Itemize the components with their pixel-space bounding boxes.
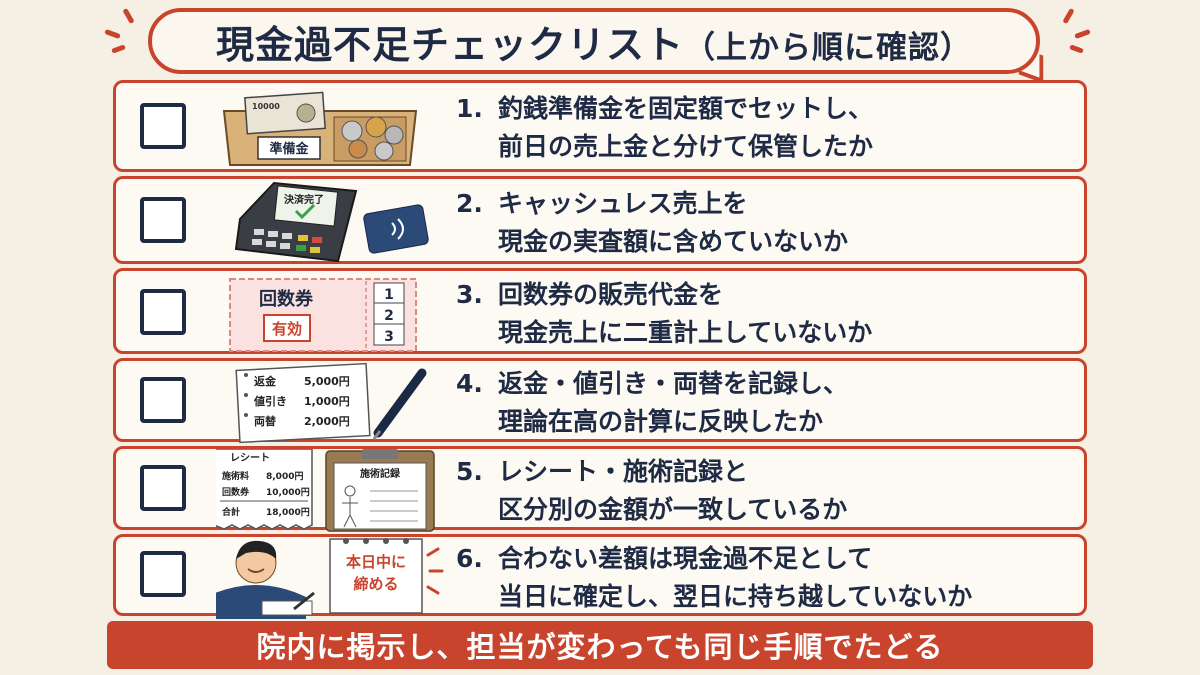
left-burst-icon [104, 7, 148, 58]
svg-text:両替: 両替 [254, 414, 277, 428]
checklist-row-3: 回数券 有効 1 2 3 3.回数券の販売代金を 現金売上に二重計上していないか [113, 268, 1087, 354]
svg-text:1: 1 [384, 287, 394, 303]
svg-text:回数券: 回数券 [222, 486, 250, 498]
checkbox-1[interactable] [140, 103, 186, 149]
clipboard-title: 施術記録 [360, 467, 401, 480]
receipt-title: レシート [230, 452, 270, 464]
svg-text:値引き: 値引き [253, 394, 287, 408]
footer-banner: 院内に掲示し、担当が変わっても同じ手順でたどる [107, 621, 1093, 669]
payment-terminal-illustration: 決済完了 [234, 181, 429, 263]
svg-text:18,000円: 18,000円 [266, 507, 310, 518]
svg-text:5,000円: 5,000円 [304, 375, 350, 388]
svg-text:返金: 返金 [254, 374, 277, 388]
svg-text:1,000円: 1,000円 [304, 395, 350, 408]
checklist-row-2: 決済完了 2.キャッシュレス売上を 現金の実査額に含めていないか [113, 176, 1087, 264]
checklist-row-4: 返金 5,000円 値引き 1,000円 両替 2,000円 4.返金・値引き・… [113, 358, 1087, 444]
page-title: 現金過不足チェックリスト（上から順に確認） [215, 22, 972, 67]
notepad-pen-illustration: 返金 5,000円 値引き 1,000円 両替 2,000円 [235, 362, 427, 444]
svg-text:2: 2 [384, 308, 394, 324]
item-text-6: 6.合わない差額は現金過不足として 当日に確定し、翌日に持ち越していないか [456, 544, 973, 611]
calendar-line1: 本日中に [346, 553, 406, 571]
tray-label: 準備金 [269, 141, 309, 157]
item-text-4: 4.返金・値引き・両替を記録し、 理論在高の計算に反映したか [456, 369, 849, 436]
coupon-ticket-illustration: 回数券 有効 1 2 3 [229, 278, 417, 352]
terminal-screen-text: 決済完了 [284, 193, 324, 206]
checklist-row-6: 本日中に 締める 6.合わない差額は現金過不足として 当日に確定し、翌日に持ち越… [113, 534, 1087, 619]
right-burst-icon [1050, 7, 1091, 58]
checklist-row-1: 10000 準備金 1.釣銭準備金を固定額でセットし、 前日の売上金と分けて保管… [113, 80, 1087, 172]
footer-text: 院内に掲示し、担当が変わっても同じ手順でたどる [256, 630, 944, 664]
svg-text:8,000円: 8,000円 [266, 471, 303, 482]
item-text-5: 5.レシート・施術記録と 区分別の金額が一致しているか [456, 457, 848, 524]
svg-text:10000: 10000 [252, 102, 280, 111]
item-text-2: 2.キャッシュレス売上を 現金の実査額に含めていないか [456, 189, 849, 256]
coupon-title: 回数券 [259, 288, 314, 310]
item-text-3: 3.回数券の販売代金を 現金売上に二重計上していないか [456, 280, 873, 347]
calendar-line2: 締める [353, 575, 398, 593]
svg-text:3: 3 [384, 329, 394, 345]
item-text-1: 1.釣銭準備金を固定額でセットし、 前日の売上金と分けて保管したか [456, 94, 874, 161]
receipt-record-illustration: レシート 施術料 8,000円 回数券 10,000円 合計 18,000円 施… [216, 449, 435, 532]
checkbox-6[interactable] [140, 551, 186, 597]
title-banner: 現金過不足チェックリスト（上から順に確認） [148, 8, 1040, 74]
checkbox-3[interactable] [140, 289, 186, 335]
valid-stamp: 有効 [272, 320, 302, 338]
checkbox-4[interactable] [140, 377, 186, 423]
checkbox-2[interactable] [140, 197, 186, 243]
staff-calendar-illustration: 本日中に 締める [216, 538, 444, 619]
svg-text:合計: 合計 [222, 506, 240, 518]
svg-text:10,000円: 10,000円 [266, 487, 310, 498]
cash-tray-illustration: 10000 準備金 [222, 91, 418, 166]
checklist-row-5: レシート 施術料 8,000円 回数券 10,000円 合計 18,000円 施… [113, 446, 1087, 532]
svg-text:施術料: 施術料 [222, 470, 249, 482]
svg-text:2,000円: 2,000円 [304, 415, 350, 428]
checkbox-5[interactable] [140, 465, 186, 511]
